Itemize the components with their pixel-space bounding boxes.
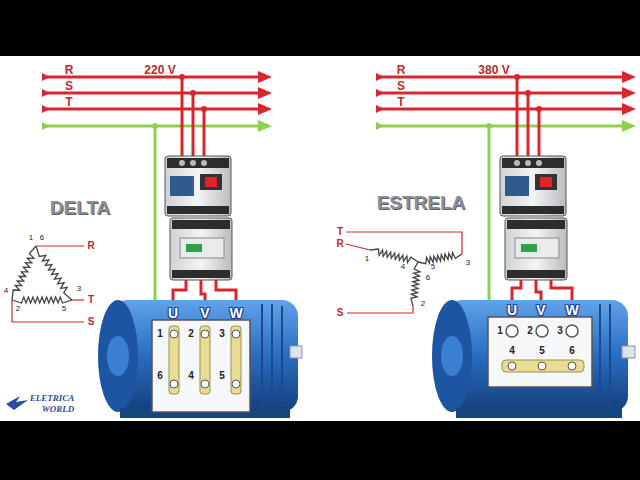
motor-feed-wires <box>512 280 572 302</box>
terminal-number: 3 <box>557 326 563 336</box>
heading: ESTRELA <box>377 193 466 212</box>
motor <box>432 300 635 418</box>
terminal-number: 4 <box>188 371 194 381</box>
terminal-number: 3 <box>219 329 225 339</box>
contactor <box>170 218 232 280</box>
logo-text: WORLD <box>42 405 75 414</box>
terminal-number: 4 <box>509 346 515 356</box>
bus: S <box>397 80 405 92</box>
terminal-number: 2 <box>527 326 533 336</box>
phase-label: R <box>336 239 343 249</box>
contactor <box>505 218 567 280</box>
phase-label: S <box>88 317 95 327</box>
logo-mark <box>6 396 28 410</box>
bus: R <box>397 64 406 76</box>
bus: T <box>397 96 404 108</box>
top-band <box>0 0 640 56</box>
terminal-number: 2 <box>188 329 194 339</box>
coil-number: 1 <box>365 255 369 263</box>
coil-number: 3 <box>466 259 470 267</box>
coil-number: 4 <box>4 287 8 295</box>
terminal-number: 1 <box>497 326 503 336</box>
terminal-number: 6 <box>157 371 163 381</box>
terminal-letter: W <box>229 306 242 320</box>
phase-label: R <box>87 241 94 251</box>
terminal-number: 1 <box>157 329 163 339</box>
motor-protector <box>165 156 231 216</box>
coil-number: 5 <box>62 305 66 313</box>
terminal-letter: V <box>200 306 209 320</box>
coil-number: 4 <box>401 263 405 271</box>
coil-number: 5 <box>431 263 435 271</box>
voltage: 380 V <box>478 64 509 76</box>
phase-label: T <box>88 295 94 305</box>
bus: R <box>65 64 74 76</box>
terminal-number: 5 <box>539 346 545 356</box>
coil-number: 2 <box>421 300 425 308</box>
star-leads <box>346 232 462 313</box>
terminal-letter: V <box>536 303 545 317</box>
phase-label: T <box>337 227 343 237</box>
supply-bus <box>376 71 636 132</box>
bottom-band <box>0 421 640 480</box>
voltage: 220 V <box>144 64 175 76</box>
bus: S <box>65 80 73 92</box>
motor-protector <box>500 156 566 216</box>
logo-text: ELETRICA <box>30 394 75 403</box>
heading: DELTA <box>50 198 111 217</box>
coil-number: 2 <box>16 305 20 313</box>
phase-label: S <box>337 308 344 318</box>
motor <box>98 300 302 418</box>
coil-number: 1 <box>29 234 33 242</box>
coil-number: 3 <box>77 285 81 293</box>
delta-leads <box>12 246 84 322</box>
star-winding <box>370 249 462 306</box>
terminal-letter: U <box>168 306 178 320</box>
supply-bus <box>42 71 272 132</box>
terminal-number: 6 <box>569 346 575 356</box>
terminal-letter: U <box>507 303 517 317</box>
bus: T <box>65 96 72 108</box>
terminal-letter: W <box>565 303 578 317</box>
delta-winding <box>12 246 72 303</box>
terminal-number: 5 <box>219 371 225 381</box>
coil-number: 6 <box>426 274 430 282</box>
coil-number: 6 <box>40 234 44 242</box>
